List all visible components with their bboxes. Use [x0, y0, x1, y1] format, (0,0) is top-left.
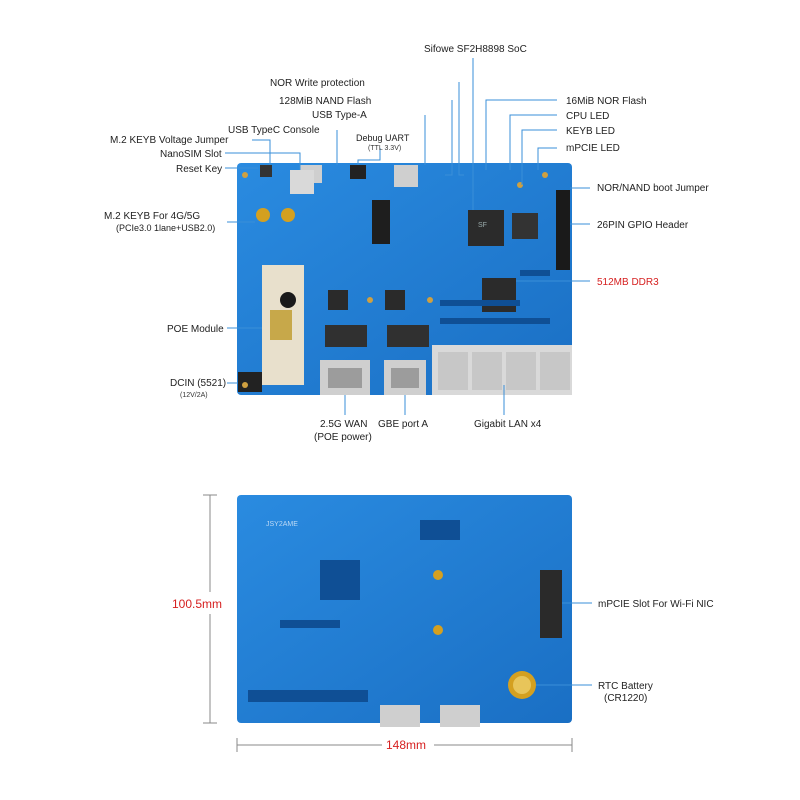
dimension-height: 100.5mm	[172, 597, 222, 611]
nanosim-slot	[290, 170, 314, 194]
antenna-pad-2	[281, 208, 295, 222]
label-gigabit-lan: Gigabit LAN x4	[474, 419, 542, 430]
dimension-width: 148mm	[386, 738, 426, 752]
label-ddr3: 512MB DDR3	[597, 277, 659, 288]
label-usb-typec-console: USB TypeC Console	[228, 125, 320, 136]
label-wan-sub: (POE power)	[314, 432, 372, 443]
dc-jack	[238, 372, 262, 392]
label-dcin-sub: (12V/2A)	[180, 392, 208, 399]
label-m2-voltage-jumper: M.2 KEYB Voltage Jumper	[110, 135, 229, 146]
label-m2-slot-sub: (PCIe3.0 1lane+USB2.0)	[116, 223, 215, 233]
label-boot-jumper: NOR/NAND boot Jumper	[597, 183, 709, 194]
label-mpcie-led: mPCIE LED	[566, 143, 620, 154]
label-wan: 2.5G WAN	[320, 419, 367, 430]
mpcie-slot	[540, 570, 562, 638]
label-debug-uart-sub: (TTL 3.3V)	[368, 145, 401, 152]
label-reset-key: Reset Key	[176, 164, 222, 175]
label-keyb-led: KEYB LED	[566, 126, 615, 137]
antenna-pad-1	[256, 208, 270, 222]
bottom-pcb	[237, 495, 572, 723]
label-soc: Sifowe SF2H8898 SoC	[424, 44, 527, 55]
label-nor-write-protection: NOR Write protection	[270, 78, 365, 89]
label-rtc-battery-sub: (CR1220)	[604, 693, 647, 704]
usb-a-port	[394, 165, 418, 187]
debug-uart-header	[350, 165, 366, 179]
gbe-phy	[387, 325, 429, 347]
label-cpu-led: CPU LED	[566, 111, 609, 122]
label-nanosim-slot: NanoSIM Slot	[160, 149, 222, 160]
label-usb-type-a: USB Type-A	[312, 110, 367, 121]
soc-mark: SF	[478, 222, 487, 229]
m2-connector	[372, 200, 390, 244]
bottom-leaders	[536, 602, 592, 686]
label-nand-flash: 128MiB NAND Flash	[279, 96, 371, 107]
soc-chip	[468, 210, 504, 246]
label-rtc-battery: RTC Battery	[598, 681, 653, 692]
label-poe-module: POE Module	[167, 324, 224, 335]
ddr-chip	[482, 278, 516, 312]
bottom-board: JSY2AME mPCIE Slot For Wi-Fi NIC RTC Bat…	[172, 494, 714, 752]
label-mpcie-slot: mPCIE Slot For Wi-Fi NIC	[598, 599, 714, 610]
label-debug-uart: Debug UART	[356, 133, 410, 143]
top-leaders	[225, 58, 590, 415]
reset-key	[260, 165, 272, 177]
gpio-header	[556, 190, 570, 270]
nor-chip	[512, 213, 538, 239]
label-m2-slot: M.2 KEYB For 4G/5G	[104, 211, 200, 222]
label-nor-flash: 16MiB NOR Flash	[566, 96, 647, 107]
label-dcin: DCIN (5521)	[170, 378, 226, 389]
label-gbe-port: GBE port A	[378, 419, 428, 430]
label-gpio-header: 26PIN GPIO Header	[597, 220, 689, 231]
dimension-lines	[203, 494, 573, 752]
top-board: SF	[104, 44, 709, 443]
board-mark: JSY2AME	[266, 521, 298, 528]
wan-phy	[325, 325, 367, 347]
